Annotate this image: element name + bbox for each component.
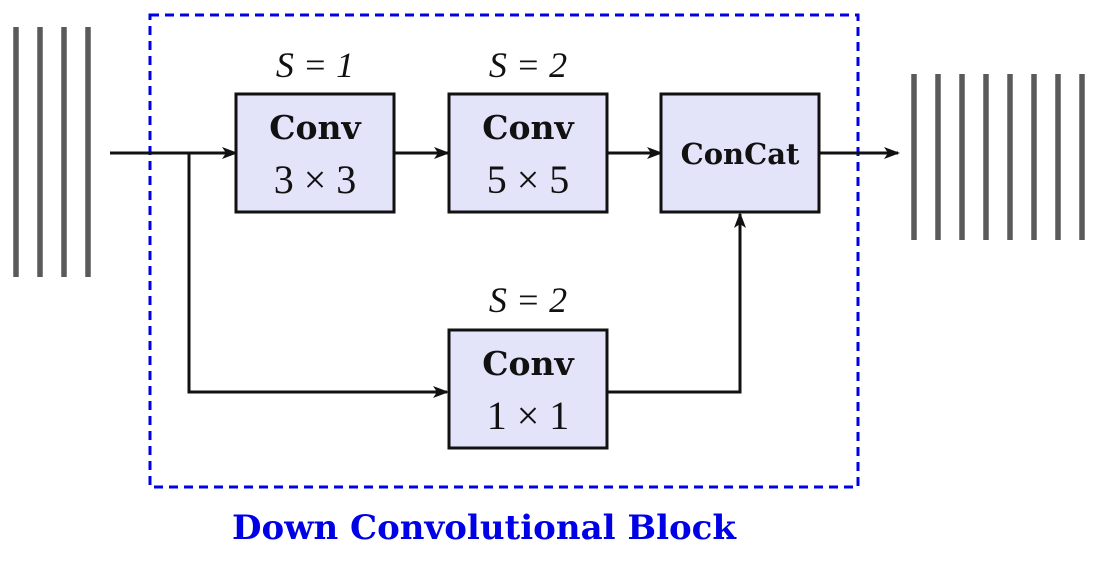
concat-block: ConCat — [659, 92, 821, 214]
conv1x1-title: Conv — [482, 344, 574, 383]
conv5x5-block: S = 2 Conv 5 × 5 — [447, 45, 609, 214]
conv3x3-stride-label: S = 1 — [276, 45, 354, 85]
conv1x1-block: S = 2 Conv 1 × 1 — [447, 280, 609, 450]
conv3x3-block: S = 1 Conv 3 × 3 — [234, 45, 396, 214]
output-feature-maps — [911, 74, 1085, 240]
conv1x1-kernel-label: 1 × 1 — [487, 393, 570, 438]
conv1x1-stride-label: S = 2 — [489, 280, 567, 320]
conv5x5-kernel-label: 5 × 5 — [487, 157, 570, 202]
conv3x3-box — [234, 92, 396, 214]
conv3x3-title: Conv — [269, 108, 361, 147]
block-frame — [148, 13, 860, 489]
input-feature-maps — [13, 27, 91, 277]
concat-box — [659, 92, 821, 214]
conv1-to-concat-arrow — [607, 212, 746, 394]
skip-to-conv1-arrow — [187, 153, 449, 398]
conv5x5-title: Conv — [482, 108, 574, 147]
conv3x3-kernel-label: 3 × 3 — [274, 157, 357, 202]
concat-title: ConCat — [681, 137, 800, 171]
conv5x5-box — [447, 92, 609, 214]
block-caption: Down Convolutional Block — [232, 508, 737, 548]
conv1x1-box — [447, 328, 609, 450]
conv5x5-stride-label: S = 2 — [489, 45, 567, 85]
connections — [110, 147, 900, 398]
